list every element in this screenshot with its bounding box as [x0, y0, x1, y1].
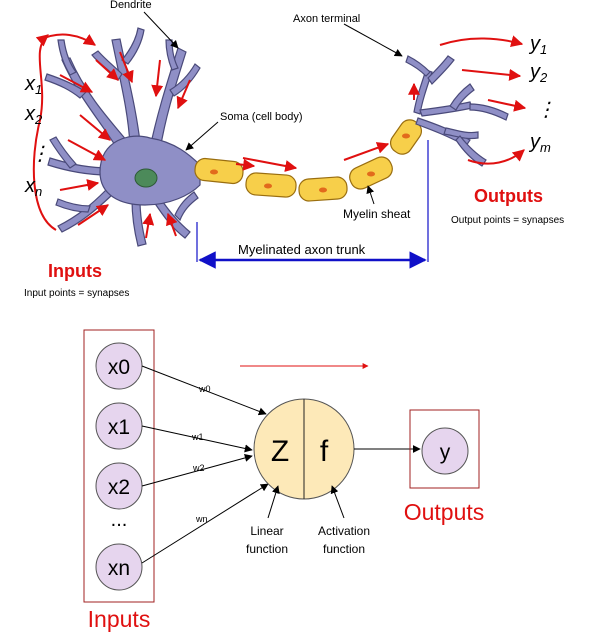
svg-text:ym: ym — [528, 131, 551, 155]
connection-w0 — [141, 365, 267, 416]
weight-labels: w0 w1 w2 wn — [191, 384, 211, 524]
neuron-outputs-note: Output points = synapses — [451, 215, 564, 226]
weight-label-w0: w0 — [198, 384, 211, 394]
input-label-x0: x0 — [108, 356, 130, 379]
linear-function-line1: Linear — [250, 524, 283, 538]
svg-text:x1: x1 — [24, 73, 42, 97]
activation-function-line1: Activation — [318, 524, 370, 538]
input-label-xn: xn — [108, 557, 130, 580]
svg-text:xn: xn — [24, 175, 42, 199]
connection-wn — [141, 483, 269, 564]
input-ellipsis: ... — [111, 509, 128, 531]
neuron-inputs-note: Input points = synapses — [24, 288, 129, 299]
x2-subscript: 2 — [34, 112, 43, 127]
y1-symbol: y — [528, 33, 541, 55]
neuron-illustration — [44, 27, 509, 247]
neuron-input-symbols: x1 x2 ⋮ xn — [24, 73, 50, 199]
neuron-inputs-title: Inputs — [48, 261, 102, 281]
ym-subscript: m — [540, 140, 551, 155]
output-label-y: y — [440, 441, 451, 464]
linear-symbol-z: Z — [271, 435, 289, 468]
weight-label-wn: wn — [195, 514, 208, 524]
axon-terminal-branches — [405, 55, 509, 167]
output-node-y — [421, 427, 469, 475]
weighted-connections — [141, 365, 269, 564]
function-pointers — [267, 485, 345, 519]
dendrite-label: Dendrite — [110, 0, 152, 11]
connection-w1 — [141, 425, 253, 453]
xn-subscript: n — [35, 184, 42, 199]
ym-symbol: y — [528, 131, 541, 153]
y2-symbol: y — [528, 61, 541, 83]
input-node-xn — [95, 543, 143, 591]
nucleus — [134, 168, 158, 188]
input-label-x2: x2 — [108, 476, 130, 499]
weight-label-w2: w2 — [192, 463, 205, 473]
weight-label-w1: w1 — [191, 432, 204, 442]
inputs-vertical-dots: ⋮ — [30, 143, 50, 165]
inputs-box — [83, 329, 155, 603]
axon-trunk-label: Myelinated axon trunk — [238, 242, 366, 257]
activation-function-line2: function — [323, 542, 365, 556]
neuron-output-symbols: y1 y2 ⋮ ym — [528, 33, 556, 155]
neuron-signal-arrows — [32, 33, 527, 239]
x2-symbol: x — [24, 103, 36, 125]
myelin-nuclei — [210, 133, 410, 193]
svg-text:y2: y2 — [528, 61, 548, 85]
perceptron-outputs-title: Outputs — [404, 499, 485, 525]
outputs-vertical-dots: ⋮ — [536, 99, 556, 121]
svg-text:x2: x2 — [24, 103, 43, 127]
linear-function-line2: function — [246, 542, 288, 556]
myelin-label: Myelin sheat — [343, 207, 411, 221]
connection-w2 — [141, 454, 253, 487]
neuron-unit: Z f — [253, 398, 355, 500]
neuron-pointer-lines — [143, 11, 403, 205]
input-label-x1: x1 — [108, 416, 130, 439]
xn-symbol: x — [24, 175, 36, 197]
activation-symbol-f: f — [320, 435, 329, 468]
y1-subscript: 1 — [540, 42, 547, 57]
axon-terminal-label: Axon terminal — [293, 13, 360, 25]
myelin-sheaths — [194, 119, 423, 202]
perceptron-inputs-title: Inputs — [88, 606, 151, 632]
soma-label: Soma (cell body) — [220, 111, 303, 123]
input-nodes: x0 x1 x2 ... xn — [95, 342, 143, 591]
axon-trunk-measure — [196, 140, 429, 269]
x1-subscript: 1 — [35, 82, 42, 97]
x1-symbol: x — [24, 73, 36, 95]
y2-subscript: 2 — [539, 70, 548, 85]
outputs-box — [409, 409, 480, 489]
neuron-outputs-title: Outputs — [474, 186, 543, 206]
svg-text:y1: y1 — [528, 33, 547, 57]
dendrites — [44, 27, 201, 247]
